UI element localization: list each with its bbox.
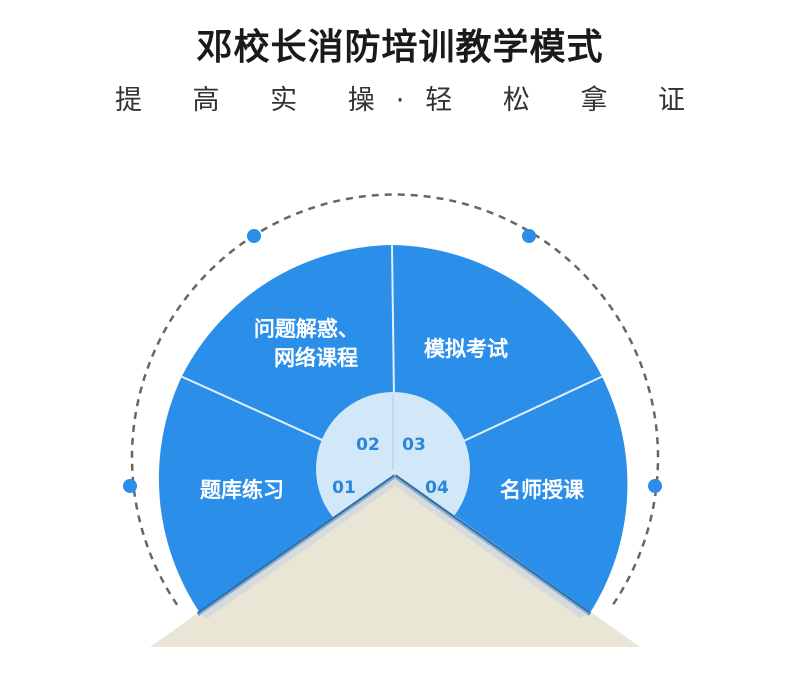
roof-triangle-graphic bbox=[150, 473, 640, 647]
segment-03-label: 模拟考试 bbox=[424, 337, 508, 361]
segment-01-label-line-1: 题库练习 bbox=[200, 478, 284, 502]
segment-04-label: 名师授课 bbox=[500, 478, 585, 502]
ring-dot-right bbox=[648, 479, 662, 493]
segment-02-number: 02 bbox=[356, 435, 380, 455]
segment-03-label-line-1: 模拟考试 bbox=[424, 337, 508, 361]
segment-02-label: 问题解惑、 网络课程 bbox=[254, 317, 366, 370]
segment-01-sector bbox=[158, 376, 395, 615]
ring-dot-upper-left bbox=[247, 229, 261, 243]
segment-01-number: 01 bbox=[332, 478, 356, 498]
roof-triangle bbox=[150, 473, 640, 647]
segment-04-sector bbox=[395, 376, 628, 615]
page-subtitle: 提 高 实 操·轻 松 拿 证 bbox=[114, 85, 707, 116]
segment-04-label-line-1: 名师授课 bbox=[500, 478, 585, 502]
segment-01-label: 题库练习 bbox=[200, 478, 284, 502]
ring-dot-left bbox=[123, 479, 137, 493]
page-title: 邓校长消防培训教学模式 bbox=[196, 27, 604, 68]
roof-right-shading bbox=[395, 476, 590, 618]
segment-02-label-line-2: 网络课程 bbox=[274, 346, 358, 370]
roof-left-shading bbox=[198, 476, 395, 618]
segment-02-label-line-1: 问题解惑、 bbox=[254, 317, 359, 341]
segment-04-number: 04 bbox=[425, 478, 449, 498]
ring-dot-upper-right bbox=[522, 229, 536, 243]
segment-03-number: 03 bbox=[402, 435, 426, 455]
